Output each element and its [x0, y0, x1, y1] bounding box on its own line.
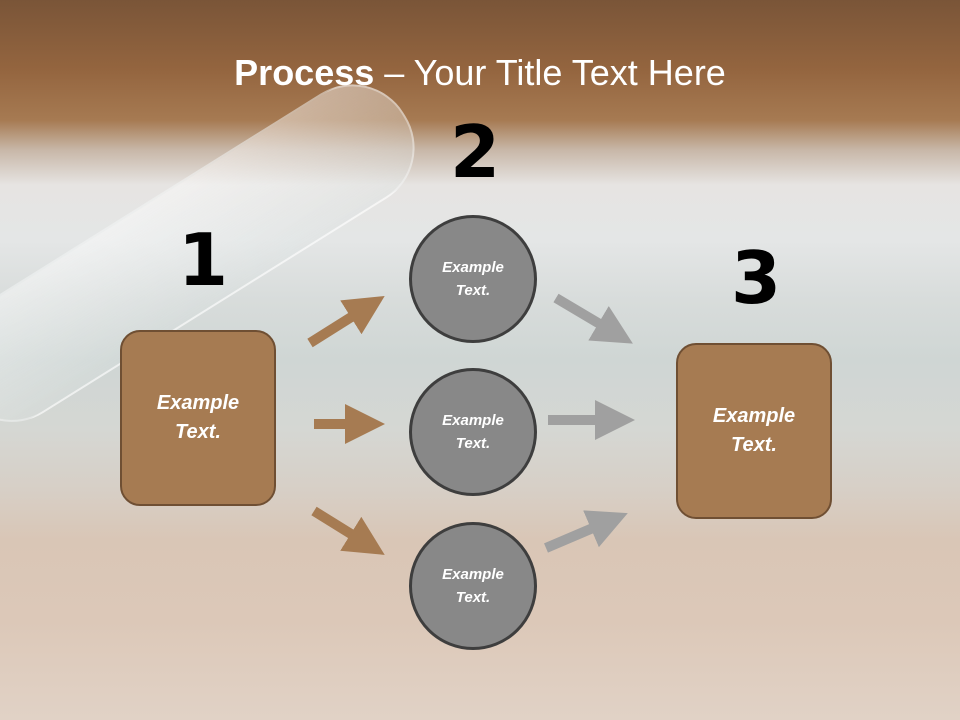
arrow-bottom-to-right [544, 510, 628, 553]
step-box-right-label: Example Text. [712, 405, 796, 456]
arrow-left-to-top [307, 296, 385, 348]
step-circle-bottom-label: Example Text. [442, 566, 504, 606]
slide-title: Process – Your Title Text Here [0, 52, 960, 94]
step-circle-bottom: Example Text. [409, 522, 537, 650]
step-box-left: Example Text. [120, 330, 276, 506]
step-box-right: Example Text. [676, 343, 832, 519]
step-box-left-label: Example Text. [156, 392, 240, 443]
step-number-1: 1 [178, 218, 229, 302]
arrow-left-to-bottom [311, 506, 385, 555]
step-number-2: 2 [450, 110, 501, 194]
step-circle-top-label: Example Text. [442, 259, 504, 299]
step-number-3: 3 [731, 236, 782, 320]
step-circle-top: Example Text. [409, 215, 537, 343]
title-rest: – Your Title Text Here [374, 52, 726, 93]
title-bold: Process [234, 52, 375, 93]
step-circle-middle: Example Text. [409, 368, 537, 496]
arrow-top-to-right [553, 293, 633, 344]
step-circle-middle-label: Example Text. [442, 412, 504, 452]
